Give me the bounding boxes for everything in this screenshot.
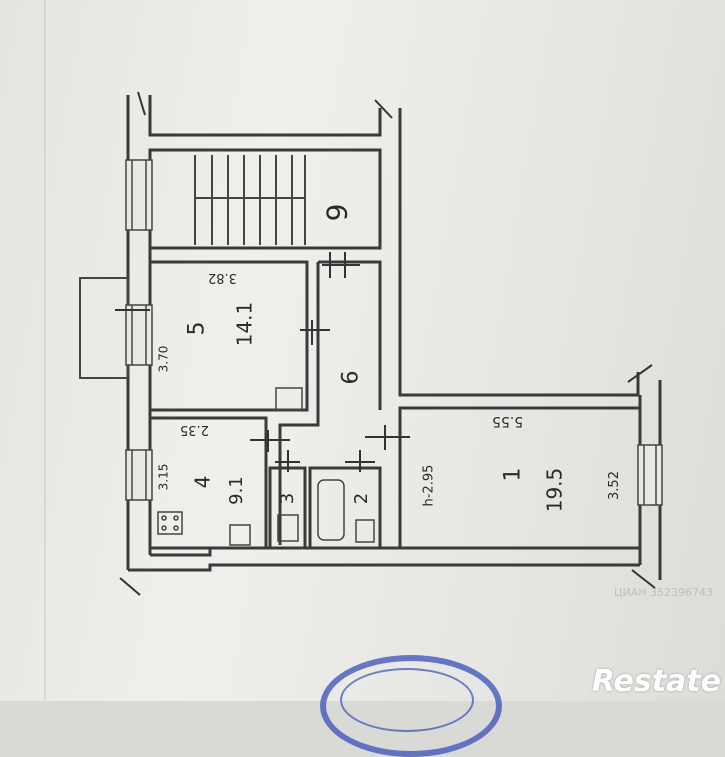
room-area-1: 19.5 xyxy=(542,467,567,513)
room-number-4: 4 xyxy=(190,475,215,489)
stairs xyxy=(194,155,306,245)
room-number-3: 3 xyxy=(277,492,299,505)
room-area-5: 14.1 xyxy=(232,301,257,347)
room-number-5: 5 xyxy=(184,321,210,336)
room-dim-1-height: h-2.95 xyxy=(421,464,437,507)
room-number-2: 2 xyxy=(351,492,373,505)
windows xyxy=(125,159,663,506)
room-dim-1-depth: 3.52 xyxy=(606,471,622,500)
door-marks xyxy=(115,91,656,596)
room-number-6: 6 xyxy=(338,370,364,385)
brand-logo: Restate xyxy=(591,664,721,699)
room-dim-1-width: 5.55 xyxy=(492,413,524,429)
room-area-4: 9.1 xyxy=(225,476,247,505)
room-number-1: 1 xyxy=(500,467,526,482)
room-dim-5-width: 3.82 xyxy=(208,270,237,285)
floor-plan xyxy=(44,0,663,701)
watermark: ЦИАН 352396743 xyxy=(613,586,713,599)
room-dim-4-width: 2.35 xyxy=(180,422,209,437)
room-dim-4-depth: 3.15 xyxy=(156,463,171,491)
outer-walls xyxy=(126,95,662,580)
balcony xyxy=(79,277,129,379)
room-number-9: 9 xyxy=(320,203,354,222)
room-dim-5-depth: 3.70 xyxy=(156,345,171,373)
fixtures xyxy=(157,387,375,546)
paper-sheet xyxy=(0,0,725,701)
stamp-inner-ring xyxy=(340,668,474,732)
